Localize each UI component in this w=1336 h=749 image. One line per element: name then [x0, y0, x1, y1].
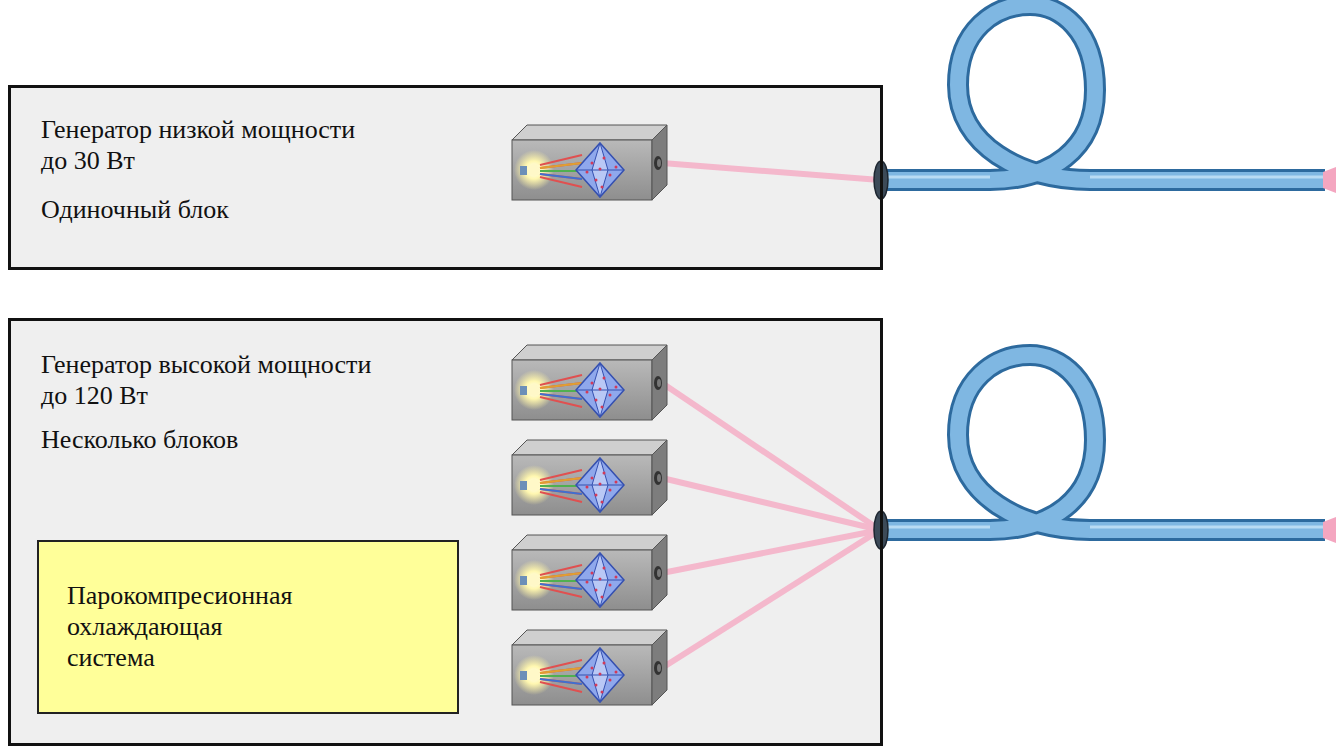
panel-heading: Генератор низкой мощности до 30 Вт [41, 114, 359, 176]
generator-panel: Генератор низкой мощности до 30 Вт Одиноч… [8, 85, 883, 270]
panel-text: Несколько блоков [41, 424, 850, 455]
generator-panel: Генератор высокой мощности до 120 Вт Неск… [8, 318, 883, 746]
panel-heading: Генератор высокой мощности до 120 Вт [41, 349, 375, 411]
panel-text: Одиночный блок [41, 194, 850, 225]
panel-text: Парокомпресионная охлаждающая система [67, 580, 296, 673]
cooling-system-box: Парокомпресионная охлаждающая система [37, 540, 459, 714]
